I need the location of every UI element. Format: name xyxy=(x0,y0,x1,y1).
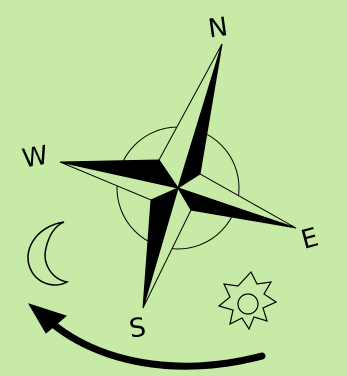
south-label: S xyxy=(127,312,148,344)
north-point xyxy=(159,44,222,188)
crescent-moon-icon xyxy=(28,222,67,285)
east-label: E xyxy=(298,223,322,256)
south-point xyxy=(143,188,191,308)
sun-icon xyxy=(219,272,276,329)
west-label: W xyxy=(20,141,51,175)
west-point xyxy=(60,160,178,200)
north-label: N xyxy=(206,12,229,44)
east-point xyxy=(178,174,296,228)
